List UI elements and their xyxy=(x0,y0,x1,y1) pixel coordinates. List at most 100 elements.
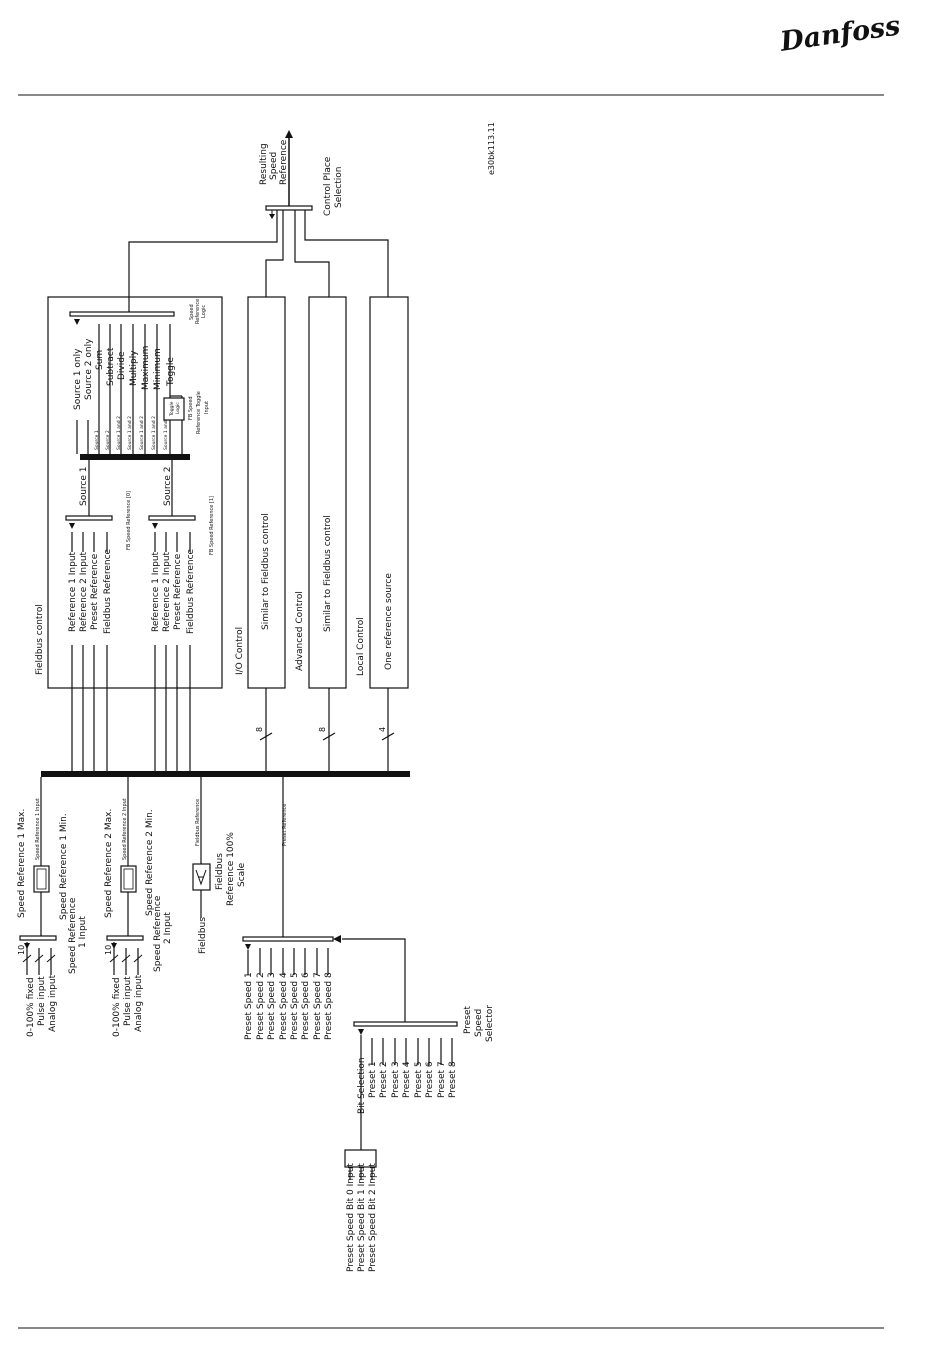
preset-speed-selector-label-3: Selector xyxy=(485,1005,495,1042)
ref1-min-label: Speed Reference 1 Min. xyxy=(59,813,69,920)
ref1-source-analog: Analog input xyxy=(48,974,58,1032)
ref2-source-pulse: Pulse input xyxy=(123,976,133,1026)
logic-bus xyxy=(80,454,190,460)
logic-small-3: Source 1 and 2 xyxy=(116,416,122,450)
block-bus-lines xyxy=(259,688,395,771)
ref1-count: 10 xyxy=(17,945,26,955)
ref2-input-label-2: 2 Input xyxy=(163,912,173,944)
src1-input-preset: Preset Reference xyxy=(90,553,100,630)
src2-input-preset: Preset Reference xyxy=(173,553,183,630)
selector-pointer-head xyxy=(269,214,275,219)
main-bus xyxy=(41,771,410,777)
ref1-input-label-1: Speed Reference xyxy=(68,897,78,974)
src1-input-ref1: Reference 1 Input xyxy=(68,551,78,632)
ref2-min-label: Speed Reference 2 Min. xyxy=(145,809,155,916)
preset-speed-selector-label-1: Preset xyxy=(463,1005,473,1034)
ref2-scaling-block xyxy=(120,865,137,893)
ref2-source-analog: Analog input xyxy=(134,974,144,1032)
src2-input-ref1: Reference 1 Input xyxy=(151,551,161,632)
io-control-label: I/O Control xyxy=(235,627,245,675)
control-place-label-1: Control Place xyxy=(323,156,333,216)
preset-selector-arrowhead xyxy=(333,935,341,943)
logic-small-6: Source 1 and 2 xyxy=(151,416,157,450)
fieldbus-scale-label-2: Reference 100% xyxy=(226,832,236,906)
preset-selector-feed xyxy=(342,938,406,1022)
ref2-pointer xyxy=(111,943,117,949)
ref1-source-pulse: Pulse input xyxy=(37,976,47,1026)
logic-option-source2-only: Source 2 only xyxy=(84,338,94,400)
logic-option-minimum: Minimum xyxy=(153,348,163,390)
src2-input-ref2: Reference 2 Input xyxy=(162,551,172,632)
toggle-logic-box xyxy=(163,397,185,421)
preset-bit-lines xyxy=(360,1035,453,1150)
fb-speed-ref-1: FB Speed Reference [1] xyxy=(209,496,215,555)
logic-option-source1-only: Source 1 only xyxy=(73,348,83,410)
ref2-input-small: Speed Reference 2 Input xyxy=(122,798,128,860)
bit-input-2: Preset Speed Bit 2 Input xyxy=(368,1163,378,1272)
selector-feed-lines xyxy=(128,210,389,297)
preset-speed-4: Preset Speed 4 xyxy=(279,972,289,1040)
bit-input-lines xyxy=(349,1167,373,1180)
preset-bit-1: Preset 1 xyxy=(368,1061,378,1098)
local-control-block xyxy=(369,296,409,689)
resulting-speed-reference-1: Resulting xyxy=(259,143,269,185)
preset-speed-selector-label-2: Speed xyxy=(474,1009,484,1037)
toggle-input-label-1: FB Speed xyxy=(188,396,194,420)
logic-option-divide: Divide xyxy=(117,351,127,380)
speed-reference-logic-selector xyxy=(69,311,175,317)
source1-selector xyxy=(65,515,113,521)
src2-input-fieldbus: Fieldbus Reference xyxy=(186,548,196,634)
ref2-max-label: Speed Reference 2 Max. xyxy=(104,809,114,918)
preset-speed-5: Preset Speed 5 xyxy=(290,972,300,1040)
fieldbus-scale-label-3: Scale xyxy=(237,862,247,887)
io-control-inner-label: Similar to Fieldbus control xyxy=(261,513,271,630)
preset-selector-pointer xyxy=(358,1029,364,1035)
fieldbus-control-label: Fieldbus control xyxy=(35,604,45,675)
bit-input-1: Preset Speed Bit 1 Input xyxy=(357,1163,367,1272)
preset-speed-selector-bar xyxy=(353,1021,458,1027)
logic-label-3: Logic xyxy=(201,305,207,318)
fieldbus-control-block xyxy=(47,296,223,689)
bit-selection-label: Bit Selection xyxy=(357,1057,367,1114)
logic-small-1: Source 1 xyxy=(94,430,100,450)
advanced-bus-count: 8 xyxy=(318,727,327,732)
toggle-logic-label-2: Logic xyxy=(175,402,181,414)
local-bus-count: 4 xyxy=(378,727,387,732)
fieldbus-scale-symbol xyxy=(195,869,207,886)
preset-speed-2: Preset Speed 2 xyxy=(256,972,266,1040)
ref1-scaling-inner xyxy=(36,868,47,890)
ref2-scaling-inner xyxy=(123,868,134,890)
control-place-selector xyxy=(265,205,313,211)
preset-bit-4: Preset 4 xyxy=(402,1061,412,1098)
fieldbus-input-label: Fieldbus xyxy=(198,917,208,954)
ref1-pointer xyxy=(24,943,30,949)
ref2-count: 10 xyxy=(104,945,113,955)
control-place-label-2: Selection xyxy=(334,167,344,208)
io-bus-count: 8 xyxy=(255,727,264,732)
bit-input-0: Preset Speed Bit 0 Input xyxy=(346,1163,356,1272)
preset-speed-1: Preset Speed 1 xyxy=(244,972,254,1040)
toggle-logic-label-1: Toggle xyxy=(169,401,175,417)
toggle-input-label-3: Input xyxy=(204,401,210,414)
preset-speed-lines xyxy=(247,948,329,975)
preset-bit-7: Preset 7 xyxy=(437,1061,447,1098)
toggle-input-label-2: Reference Toggle xyxy=(196,391,202,434)
preset-bit-2: Preset 2 xyxy=(379,1061,389,1098)
preset-bit-6: Preset 6 xyxy=(425,1061,435,1098)
preset-speed-8: Preset Speed 8 xyxy=(324,972,334,1040)
ref2-input-selector xyxy=(106,935,144,941)
preset-speed-7: Preset Speed 7 xyxy=(313,972,323,1040)
preset-pointer xyxy=(245,944,251,950)
logic-label-1: Speed xyxy=(189,304,195,320)
logic-pointer xyxy=(74,319,80,325)
logic-option-subtract: Subtract xyxy=(106,347,116,386)
advanced-control-inner-label: Similar to Fieldbus control xyxy=(323,515,333,632)
source2-selector xyxy=(148,515,196,521)
resulting-speed-reference-2: Speed xyxy=(269,152,279,180)
advanced-control-label: Advanced Control xyxy=(295,591,305,671)
logic-option-multiply: Multiply xyxy=(129,350,139,386)
ref1-input-label-2: 1 Input xyxy=(78,916,88,948)
logic-option-toggle: Toggle xyxy=(166,357,176,387)
diagram-id: e30bk113.11 xyxy=(487,122,496,175)
